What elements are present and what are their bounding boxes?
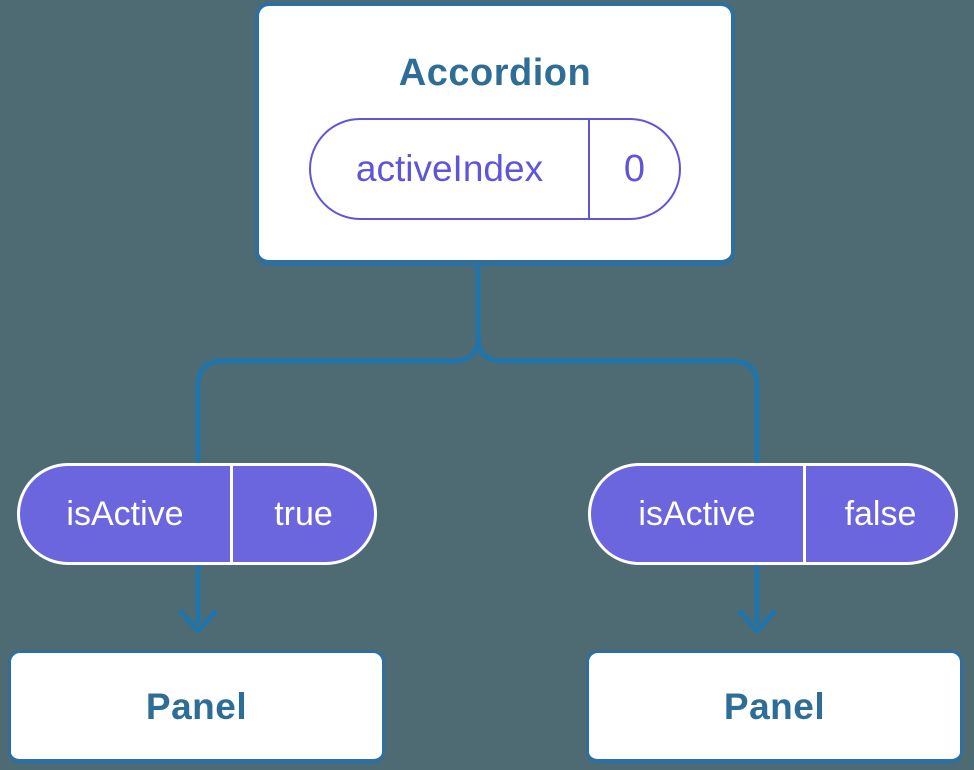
isactive-false-pill: isActive false	[588, 463, 958, 565]
prop-value-label: false	[844, 494, 917, 533]
state-name-label: activeIndex	[311, 120, 590, 218]
connector-right-branch	[475, 266, 760, 624]
prop-name-label: isActive	[591, 466, 806, 562]
panel-node-right: Panel	[586, 650, 963, 764]
panel-node-left: Panel	[8, 650, 385, 764]
panel-node-title: Panel	[145, 685, 248, 727]
panel-node-title: Panel	[723, 685, 826, 727]
isactive-true-pill: isActive true	[17, 463, 377, 565]
activeindex-state-pill: activeIndex 0	[309, 118, 681, 220]
connector-left-branch	[195, 266, 481, 624]
prop-value-label: true	[274, 494, 333, 533]
state-value-label: 0	[623, 147, 646, 190]
prop-name-label: isActive	[20, 466, 233, 562]
arrow-down-icon	[737, 609, 777, 634]
accordion-node-title: Accordion	[398, 52, 592, 94]
accordion-node: Accordion activeIndex 0	[255, 2, 735, 266]
arrow-down-icon	[178, 609, 218, 634]
